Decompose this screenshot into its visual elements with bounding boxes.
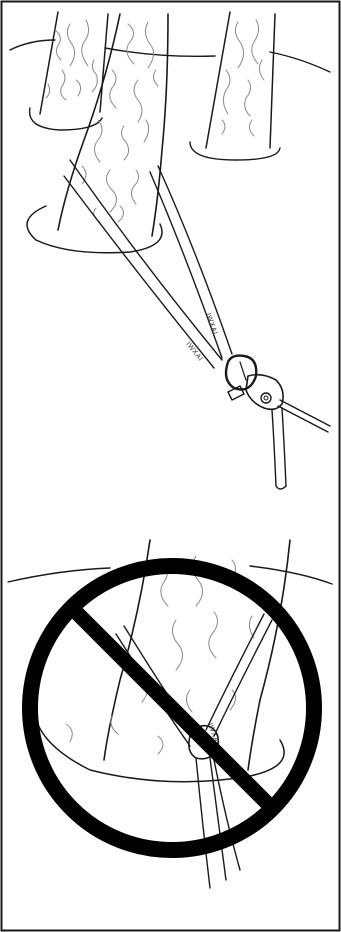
anchor-sling: IWXAI IWXAI [64,160,232,368]
tree-back-right-base [190,142,280,160]
tree-main-base [27,206,162,253]
prohibition-icon [30,566,314,850]
tree-main [27,14,168,253]
panel-incorrect: IWXAI [8,540,332,888]
tree-lower-base [34,700,284,782]
tree-back-right [190,12,280,160]
sling-label-upper: IWXAI [204,312,218,335]
rope [272,400,330,489]
tree-back-left [30,12,108,130]
carabiner-icon [226,356,256,390]
panel-correct: IWXAI IWXAI [10,12,330,489]
